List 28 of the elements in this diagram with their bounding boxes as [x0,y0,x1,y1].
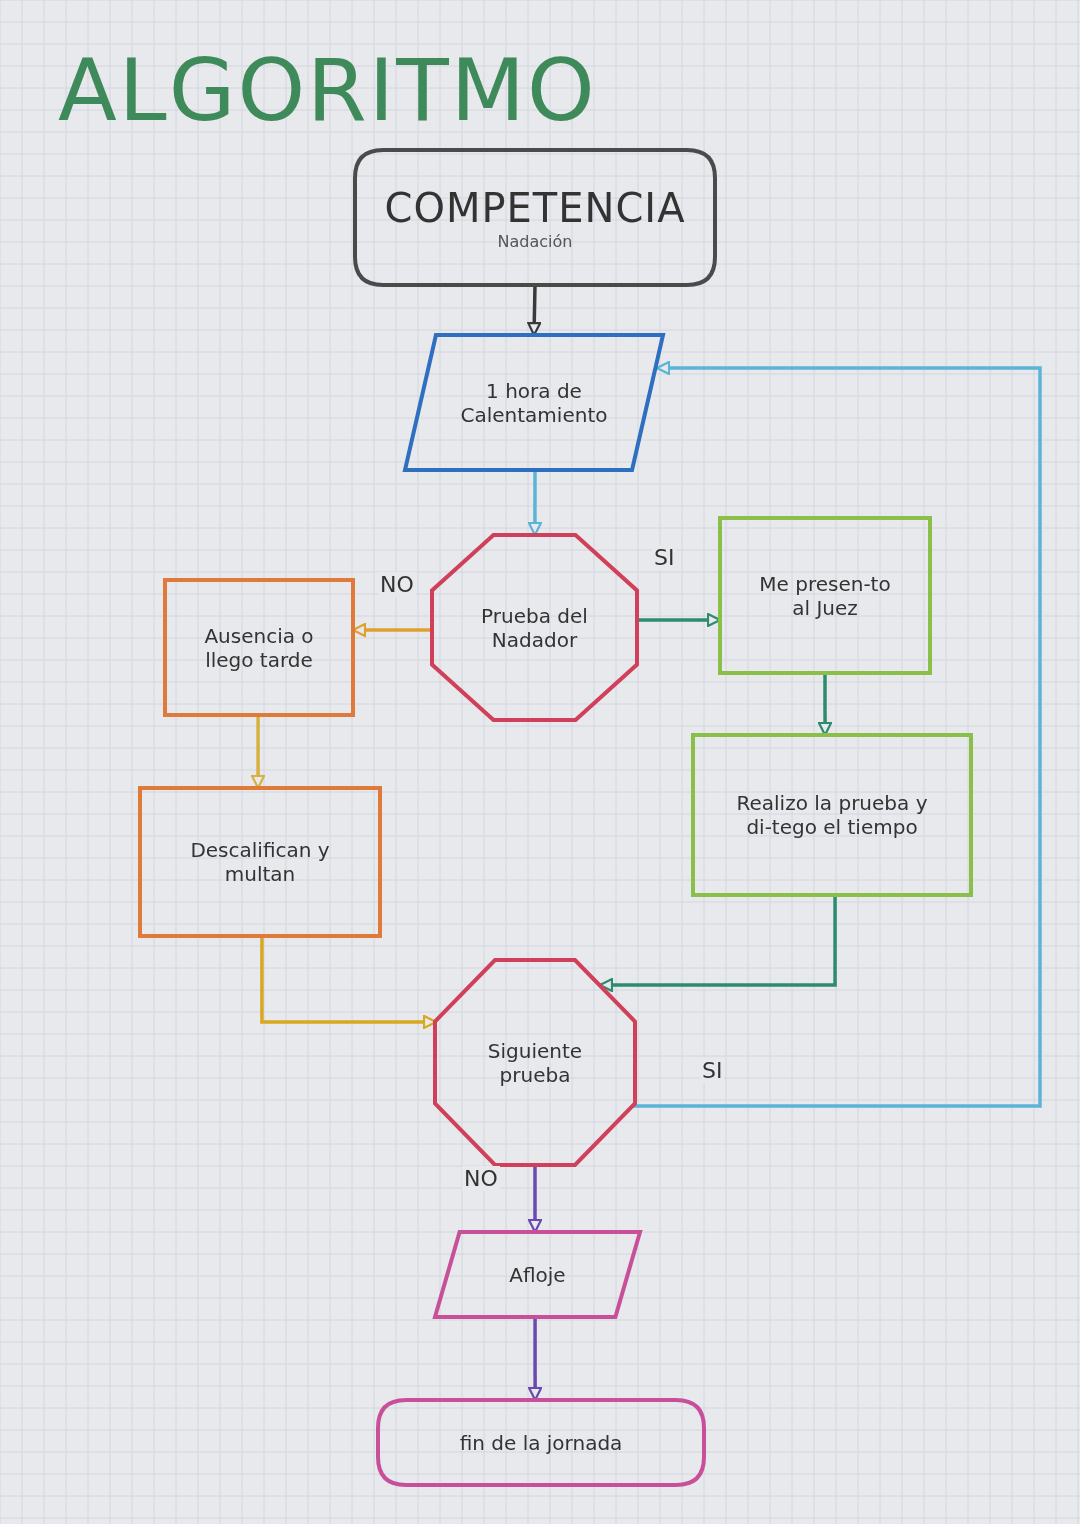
node-text: Ausencia o llego tarde [203,623,315,672]
edge-label: NO [378,572,416,597]
edge-label: SI [652,545,677,570]
node-text: fin de la jornada [459,1430,623,1455]
node-text: Siguiente prueba [486,1038,584,1087]
decision-octagon [435,960,635,1165]
node-text: Descalifican y multan [189,838,331,886]
process-box [140,788,380,936]
terminal-box [355,150,715,285]
node-text: COMPETENCIA [384,183,686,232]
node-text: Me presen-to al Juez [758,571,892,620]
edge-label: SI [700,1058,725,1083]
node-subtext: Nadación [497,231,573,252]
edge-label: NO [462,1166,500,1191]
process-box [693,735,971,895]
process-box [720,518,930,673]
decision-octagon [432,535,637,720]
input-parallelogram [405,335,663,470]
node-text: 1 hora de Calentamiento [459,378,609,427]
node-text: Prueba del Nadador [480,603,589,652]
arrow [633,360,1042,1108]
process-box [165,580,353,715]
node-text: Realizo la prueba y di-tego el tiempo [735,791,929,839]
title: ALGORITMO [58,40,597,140]
node-text: Afloje [509,1262,566,1287]
arrow [598,895,837,993]
output-parallelogram [435,1232,640,1317]
terminal-box [378,1400,704,1485]
